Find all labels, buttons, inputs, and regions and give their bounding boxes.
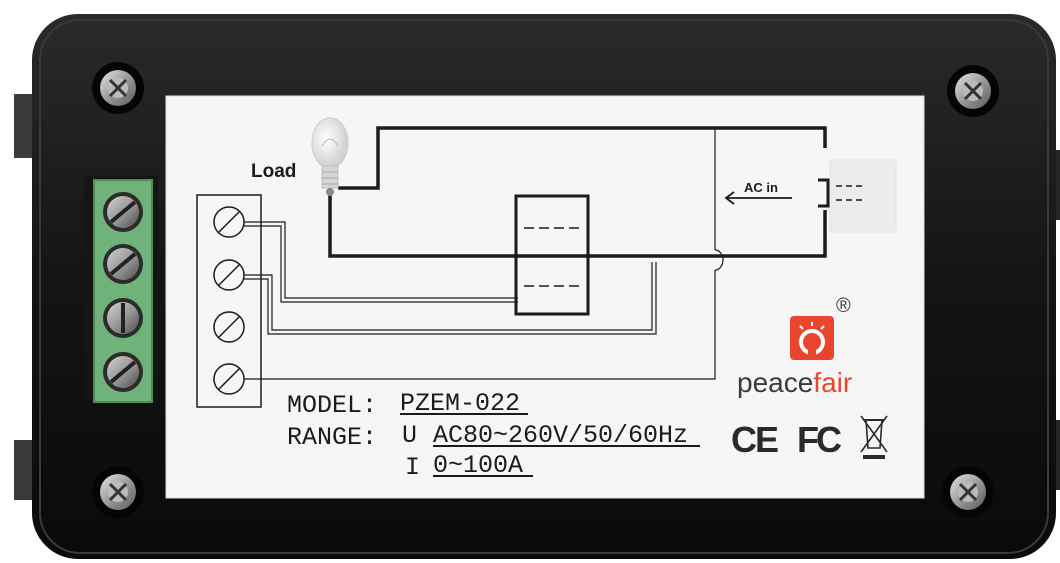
screw-bottom-right — [942, 466, 994, 518]
lightbulb-icon — [311, 117, 349, 196]
fc-mark: FC — [797, 419, 842, 460]
terminal-screw-4 — [103, 352, 143, 392]
diagram-terminal-3 — [213, 311, 245, 343]
brand-name-prefix: peace — [737, 367, 813, 398]
terminal-screw-1 — [103, 192, 143, 232]
ac-in-label: AC in — [744, 180, 778, 195]
registered-mark: ® — [836, 295, 851, 317]
terminal-block — [84, 176, 158, 403]
range-u-symbol: U — [402, 421, 417, 450]
range-label: RANGE: — [287, 423, 377, 452]
label-panel — [165, 95, 925, 499]
brand-name-suffix: fair — [813, 367, 852, 398]
spec-text: MODEL: PZEM-022 RANGE: U AC80~260V/50/60… — [287, 389, 700, 482]
brand-name: peacefair — [737, 367, 852, 398]
model-label: MODEL: — [287, 391, 377, 420]
screw-top-left — [92, 62, 144, 114]
terminal-screw-3 — [103, 298, 143, 338]
peacefair-logo — [790, 316, 834, 360]
weee-bin-icon — [860, 415, 888, 459]
screw-bottom-left — [92, 466, 144, 518]
screw-top-right — [947, 65, 999, 117]
wiring-diagram — [196, 126, 897, 408]
current-transformer — [514, 194, 590, 316]
ce-mark: CE — [731, 419, 778, 460]
load-label: Load — [251, 161, 296, 182]
range-i-symbol: I — [405, 453, 420, 482]
terminal-screw-2 — [103, 244, 143, 284]
diagram-terminal-box — [196, 194, 262, 408]
